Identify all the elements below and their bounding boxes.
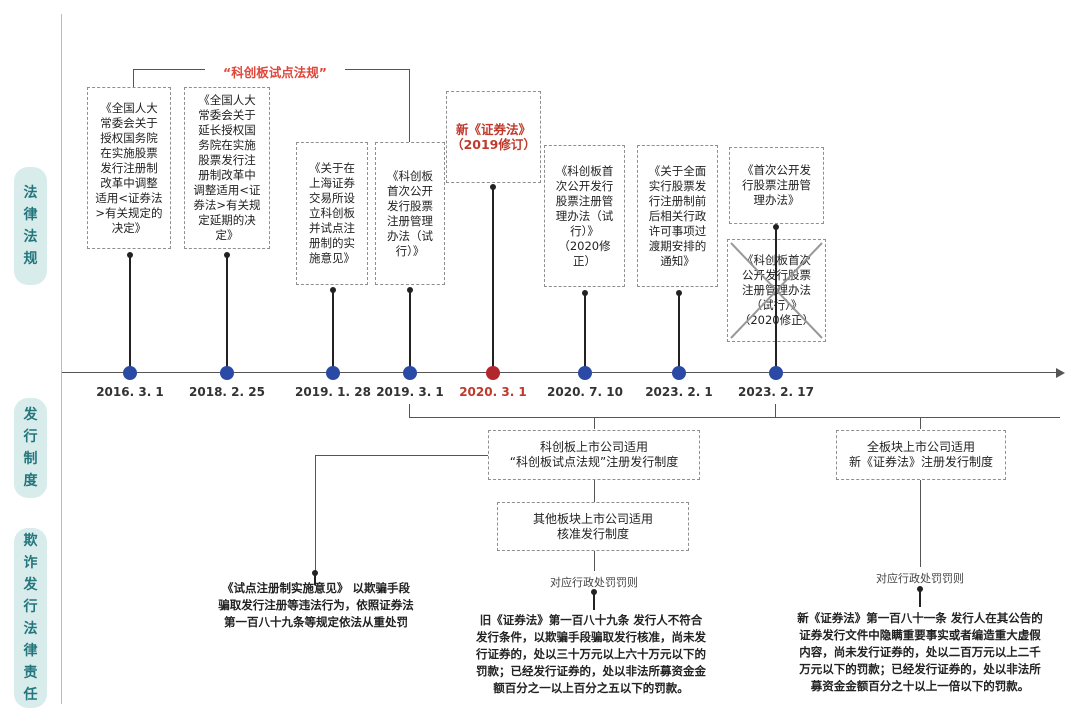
doc-2020-securities-law: 新《证券法》 （2019修订） <box>446 91 541 183</box>
timeline-node <box>578 366 592 380</box>
stem-pin <box>312 570 318 576</box>
regime-all-boards: 全板块上市公司适用 新《证券法》注册发行制度 <box>836 430 1006 480</box>
doc-2016-authorization: 《全国人大 常委会关于 授权国务院 在实施股票 发行注册制 改革中调整 适用<证… <box>87 87 171 249</box>
period-bracket-edge <box>409 404 410 417</box>
timeline-node <box>769 366 783 380</box>
date-label: 2023. 2. 1 <box>645 385 713 399</box>
doc-2019-implementation-opinion: 《关于在 上海证券 交易所设 立科创板 并试点注 册制的实 施意见》 <box>296 142 368 285</box>
category-law-char: 法 <box>23 229 38 245</box>
date-label: 2023. 2. 17 <box>738 385 814 399</box>
stem-pin <box>773 224 779 230</box>
category-fraud: 欺 诈 发 行 法 律 责 任 <box>14 528 47 708</box>
stem <box>129 255 131 368</box>
stem-pin <box>676 290 682 296</box>
stem-pin <box>917 586 923 592</box>
date-label: 2016. 3. 1 <box>96 385 164 399</box>
timeline-axis <box>62 372 1062 373</box>
stem <box>593 592 595 610</box>
pilot-regulations-title: “科创板试点法规” <box>205 62 345 81</box>
regime-star-market: 科创板上市公司适用 “科创板试点法规”注册发行制度 <box>488 430 700 480</box>
category-fraud-char: 诈 <box>23 555 38 571</box>
timeline-arrow-icon <box>1056 368 1065 378</box>
category-law-char: 律 <box>23 207 38 223</box>
doc-2018-extension: 《全国人大 常委会关于 延长授权国 务院在实施 股票发行注 册制改革中 调整适用… <box>184 87 270 249</box>
connector <box>594 480 595 502</box>
stem <box>584 293 586 368</box>
category-law-char: 法 <box>23 185 38 201</box>
pilot-bracket-right <box>409 69 410 142</box>
category-issue-char: 发 <box>23 407 38 423</box>
stem-pin <box>490 184 496 190</box>
connector <box>315 455 488 456</box>
period-bracket-edge <box>775 404 776 417</box>
liability-new-securities-law: 新《证券法》第一百八十一条 发行人在其公告的 证券发行文件中隐瞒重要事实或者编造… <box>797 611 1043 693</box>
period-bracket <box>409 417 775 418</box>
category-fraud-char: 责 <box>23 665 38 681</box>
doc-2020-star-ipo-amend: 《科创板首 次公开发行 股票注册管 理办法（试 行）》 （2020修 正） <box>544 145 625 287</box>
period-bracket-tick <box>594 417 595 429</box>
category-fraud-char: 任 <box>23 687 38 703</box>
penalty-rule-label: 对应行政处罚罚则 <box>550 576 638 589</box>
timeline-node <box>403 366 417 380</box>
connector <box>920 480 921 567</box>
liability-pilot-opinion: 《试点注册制实施意见》 以欺骗手段 骗取发行注册等违法行为，依照证券法 第一百八… <box>218 581 414 629</box>
category-issue-char: 制 <box>23 451 38 467</box>
category-fraud-char: 欺 <box>23 533 38 549</box>
period-bracket <box>775 417 1060 418</box>
regime-other-boards: 其他板块上市公司适用 核准发行制度 <box>497 502 689 551</box>
timeline-node <box>672 366 686 380</box>
stem-pin <box>224 252 230 258</box>
stem <box>314 573 316 585</box>
connector <box>594 551 595 571</box>
date-label-highlight: 2020. 3. 1 <box>459 385 527 399</box>
date-label: 2019. 1. 28 <box>295 385 371 399</box>
stem <box>332 290 334 368</box>
doc-2019-star-ipo-measures: 《科创板 首次公开 发行股票 注册管理 办法（试 行）》 <box>375 142 445 285</box>
date-label: 2018. 2. 25 <box>189 385 265 399</box>
period-bracket-tick <box>920 417 921 429</box>
stem-pin <box>330 287 336 293</box>
stem <box>678 293 680 368</box>
category-fraud-char: 行 <box>23 599 38 615</box>
category-law: 法 律 法 规 <box>14 167 47 285</box>
date-label: 2020. 7. 10 <box>547 385 623 399</box>
category-fraud-char: 法 <box>23 621 38 637</box>
liability-old-securities-law: 旧《证券法》第一百八十九条 发行人不符合 发行条件，以欺骗手段骗取发行核准，尚未… <box>476 613 706 695</box>
stem-pin <box>407 287 413 293</box>
date-label: 2019. 3. 1 <box>376 385 444 399</box>
doc-2023-transition-notice: 《关于全面 实行股票发 行注册制前 后相关行政 许可事项过 渡期安排的 通知》 <box>637 145 718 287</box>
stem <box>775 227 777 368</box>
pilot-bracket-left <box>133 69 134 87</box>
stem <box>492 187 494 368</box>
category-issue-char: 行 <box>23 429 38 445</box>
stem <box>919 589 921 607</box>
category-issue: 发 行 制 度 <box>14 398 47 498</box>
doc-2023-ipo-measures: 《首次公开发 行股票注册管 理办法》 <box>729 147 824 224</box>
penalty-rule-label: 对应行政处罚罚则 <box>876 572 964 585</box>
divider-line <box>61 14 62 704</box>
stem <box>226 255 228 368</box>
category-law-char: 规 <box>23 251 38 267</box>
timeline-node <box>220 366 234 380</box>
stem-pin <box>127 252 133 258</box>
timeline-node-highlight <box>486 366 500 380</box>
stem-pin <box>582 290 588 296</box>
stem-pin <box>591 589 597 595</box>
category-fraud-char: 律 <box>23 643 38 659</box>
timeline-node <box>326 366 340 380</box>
connector <box>315 455 316 573</box>
category-issue-char: 度 <box>23 473 38 489</box>
timeline-node <box>123 366 137 380</box>
stem <box>409 290 411 368</box>
category-fraud-char: 发 <box>23 577 38 593</box>
